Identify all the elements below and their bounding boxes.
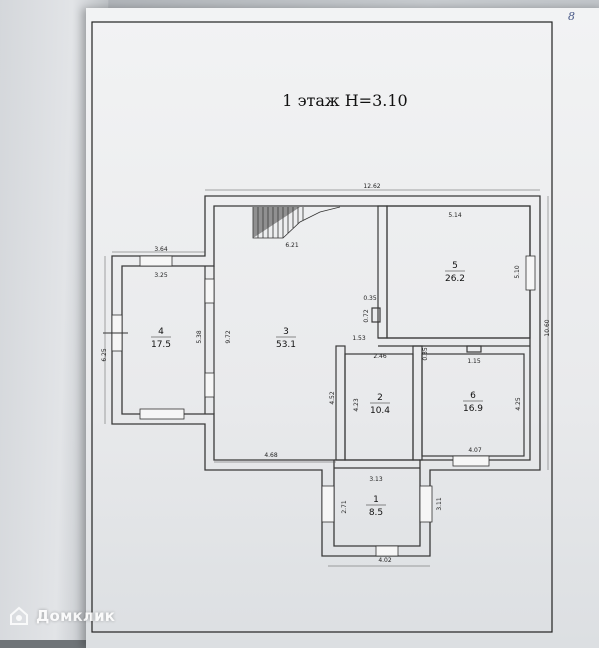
dim-room4-outer-top: 3.64 <box>154 246 168 253</box>
dim-corridor-width: 1.53 <box>352 335 366 342</box>
svg-text:4: 4 <box>158 327 164 337</box>
dim-room5-right: 5.10 <box>514 265 521 279</box>
dim-room3-left: 9.72 <box>225 330 232 344</box>
dim-room6-bottom: 4.07 <box>468 447 482 454</box>
interior-walls <box>204 205 531 469</box>
dim-room2-top: 2.46 <box>373 353 387 360</box>
svg-text:53.1: 53.1 <box>276 340 296 350</box>
room-2-label: 2 10.4 <box>370 393 390 416</box>
svg-text:8.5: 8.5 <box>369 508 383 518</box>
dim-room6-right: 4.25 <box>515 397 522 411</box>
room-5-label: 5 26.2 <box>445 261 465 284</box>
svg-text:16.9: 16.9 <box>463 404 483 414</box>
watermark-text: Домклик <box>36 607 116 625</box>
svg-text:2: 2 <box>377 393 383 403</box>
dimension-lines <box>104 189 549 567</box>
windows <box>111 255 536 557</box>
dim-overall-height: 10.60 <box>544 319 551 336</box>
dim-room4-outer-left: 6.25 <box>101 348 108 362</box>
svg-text:1: 1 <box>373 495 379 505</box>
drawing-frame <box>91 21 553 633</box>
room-1-label: 1 8.5 <box>366 495 386 518</box>
dim-room6-small: 0.35 <box>422 347 429 361</box>
dimension-labels: 12.62 6.21 3.64 3.25 5.14 0.35 1.53 2.46… <box>101 183 551 564</box>
plan-title: 1 этаж H=3.10 <box>282 91 407 110</box>
dim-room1-top: 3.13 <box>369 476 383 483</box>
svg-text:5: 5 <box>452 261 458 271</box>
dim-room3-top: 6.21 <box>285 242 299 249</box>
room-4-label: 4 17.5 <box>151 327 171 350</box>
dim-room4-inner-top: 3.25 <box>154 272 168 279</box>
room-labels: 3 53.1 4 17.5 5 26.2 2 10.4 6 16.9 1 8.5 <box>151 261 483 518</box>
room-3-label: 3 53.1 <box>276 327 296 350</box>
stair-fill <box>253 207 300 238</box>
dim-room1-left: 2.71 <box>341 500 348 514</box>
dim-room2-left-inner: 4.23 <box>353 398 360 412</box>
dim-room2-left-outer: 4.52 <box>329 391 336 405</box>
dim-room1-right: 3.11 <box>436 497 443 511</box>
svg-text:17.5: 17.5 <box>151 340 171 350</box>
dim-overall-width: 12.62 <box>363 183 380 190</box>
svg-text:3: 3 <box>283 327 289 337</box>
dim-room5-top: 5.14 <box>448 212 462 219</box>
dim-room1-bottom: 4.02 <box>378 557 392 564</box>
svg-text:26.2: 26.2 <box>445 274 465 284</box>
domclick-watermark: Домклик <box>8 604 115 628</box>
dim-room3-bottom: 4.68 <box>264 452 278 459</box>
house-logo-icon <box>10 606 28 625</box>
floor-plan-page <box>86 8 599 648</box>
room-6-label: 6 16.9 <box>463 391 483 414</box>
dim-room6-niche: 1.15 <box>467 358 481 365</box>
svg-text:10.4: 10.4 <box>370 406 390 416</box>
dim-room4-inner-right: 5.38 <box>196 330 203 344</box>
dim-closet-width: 0.72 <box>363 309 370 323</box>
dim-closet-height: 0.35 <box>363 295 377 302</box>
svg-text:6: 6 <box>470 391 476 401</box>
page-number: 8 <box>568 10 575 23</box>
